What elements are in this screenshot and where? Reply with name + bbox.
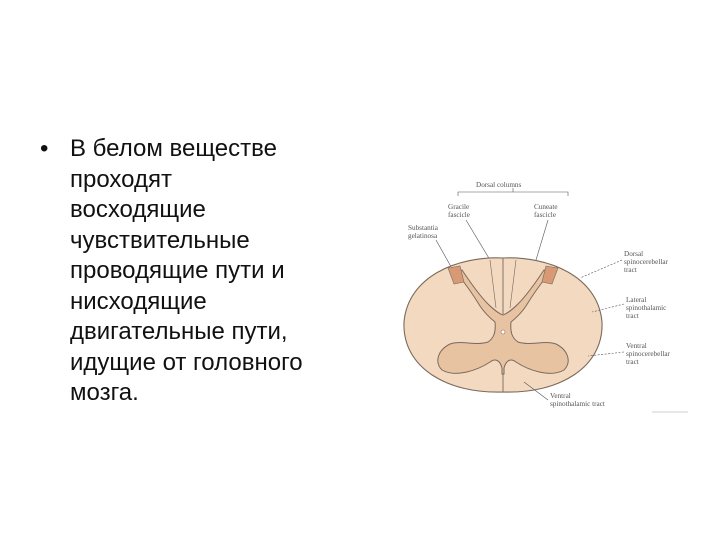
bullet-line: мозга. <box>70 379 139 406</box>
bullet-item: • В белом веществе проходят восходящие ч… <box>40 134 360 409</box>
label-ventral-spinocerebellar-2: spinocerebellar <box>626 350 671 358</box>
spinal-cord-figure: Dorsal columns Gracile fascicle Cuneate … <box>398 172 698 424</box>
bullet-line: В белом веществе <box>70 135 277 162</box>
dorsal-columns-bracket <box>457 191 569 196</box>
label-dorsal-spinocerebellar-2: spinocerebellar <box>624 258 669 266</box>
label-substantia-2: gelatinosa <box>408 232 438 240</box>
label-cuneate: Cuneate <box>534 203 558 211</box>
label-dorsal-spinocerebellar: Dorsal <box>624 250 643 258</box>
bullet-text: В белом веществе проходят восходящие чув… <box>70 134 303 409</box>
gray-matter <box>437 269 569 375</box>
label-gracile: Gracile <box>448 203 469 211</box>
label-substantia: Substantia <box>408 224 439 232</box>
dorsal-column-division-right <box>509 259 517 309</box>
label-lateral-spinothalamic: Lateral <box>626 296 646 304</box>
label-ventral-spinothalamic-2: spinothalamic tract <box>550 400 605 408</box>
label-ventral-spinocerebellar-3: tract <box>626 358 639 366</box>
bullet-line: восходящие <box>70 196 206 223</box>
bullet-line: проходят <box>70 165 172 193</box>
bullet-line: двигательные пути, <box>70 318 288 345</box>
dorsal-column-division-left <box>489 259 497 309</box>
label-ventral-spinocerebellar: Ventral <box>626 342 647 350</box>
central-canal <box>500 329 506 335</box>
bullet-line: проводящие пути и <box>70 257 285 284</box>
bullet-line: нисходящие <box>70 287 207 315</box>
spinal-cord-diagram: Dorsal columns Gracile fascicle Cuneate … <box>403 181 688 413</box>
dorsal-tract-right <box>541 265 559 285</box>
label-lateral-spinothalamic-2: spinothalamic <box>626 304 666 312</box>
label-gracile-2: fascicle <box>448 211 470 219</box>
label-dorsal-columns: Dorsal columns <box>476 181 522 189</box>
bullet-line: идущие от головного <box>70 348 303 376</box>
label-cuneate-2: fascicle <box>534 211 556 219</box>
label-dorsal-spinocerebellar-3: tract <box>624 266 637 274</box>
label-ventral-spinothalamic: Ventral <box>550 392 571 400</box>
bullet-line: чувствительные <box>70 226 250 254</box>
label-lateral-spinothalamic-3: tract <box>626 312 639 320</box>
dorsal-tract-left <box>447 265 465 285</box>
bullet-dot: • <box>40 135 49 162</box>
